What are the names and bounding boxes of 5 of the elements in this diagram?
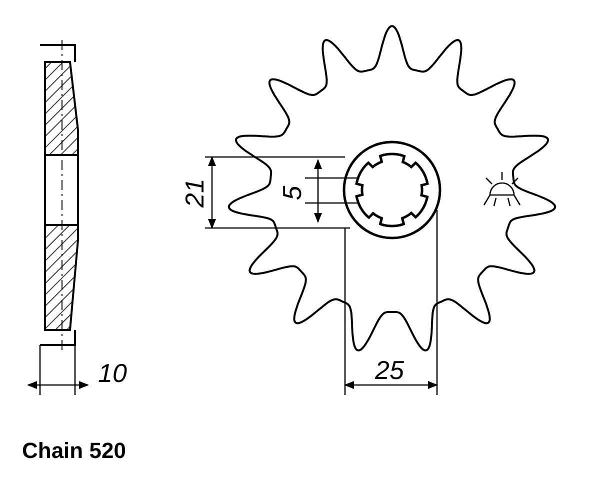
dimension-label: 5 — [279, 186, 306, 200]
chain-size-label: Chain 520 — [22, 440, 126, 462]
dimension-label: 10 — [98, 360, 127, 386]
dimension-label: 25 — [375, 357, 404, 383]
dimension-label: 21 — [181, 178, 208, 208]
